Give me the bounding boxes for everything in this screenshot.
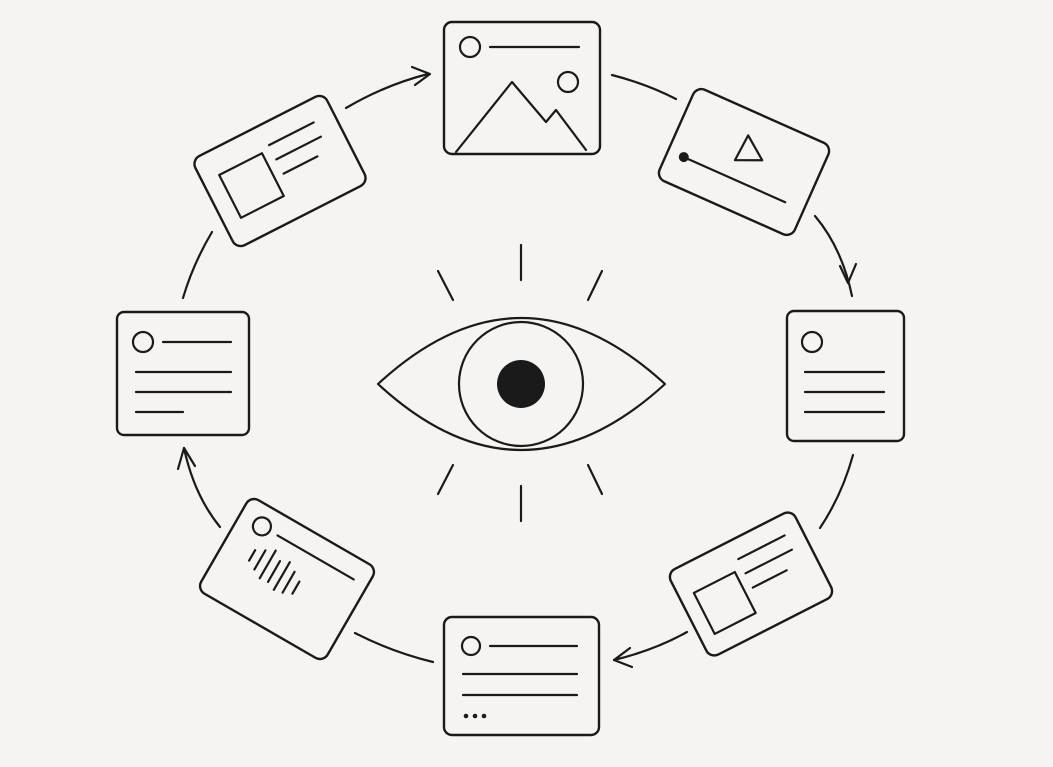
node-bottom-list-card (442, 615, 601, 737)
connector-bottom-to-bottom-left (353, 631, 435, 664)
connector-bottom-right-to-bottom (612, 630, 689, 662)
progress-knob-icon (678, 152, 689, 163)
mountain-icon (454, 80, 588, 154)
eye-rays (436, 243, 604, 523)
connector-top-to-top-right (610, 73, 678, 101)
node-top-image-card (442, 20, 602, 156)
node-top-right-video-card (657, 87, 831, 237)
node-top-left-media-card (193, 94, 367, 248)
connector-right-to-bottom-right (818, 453, 855, 530)
node-right-text-card (785, 309, 906, 443)
ellipsis-icon (463, 713, 487, 719)
node-left-text-card (115, 310, 251, 437)
node-bottom-right-media-card (668, 511, 834, 657)
arrowhead-icon (410, 65, 432, 87)
node-bottom-left-audio-card (198, 497, 376, 661)
waveform-icon (248, 549, 301, 595)
eye-icon (376, 243, 667, 523)
play-icon (733, 134, 764, 162)
connector-left-to-top-left (181, 230, 214, 300)
connector-top-left-to-top (344, 72, 430, 110)
arrowhead-icon (612, 646, 634, 669)
connector-bottom-left-to-left (182, 446, 222, 529)
arrowhead-icon (176, 446, 197, 471)
connectors (176, 65, 858, 669)
connector-top-right-to-right (813, 214, 854, 298)
arrowhead-icon (838, 262, 858, 285)
